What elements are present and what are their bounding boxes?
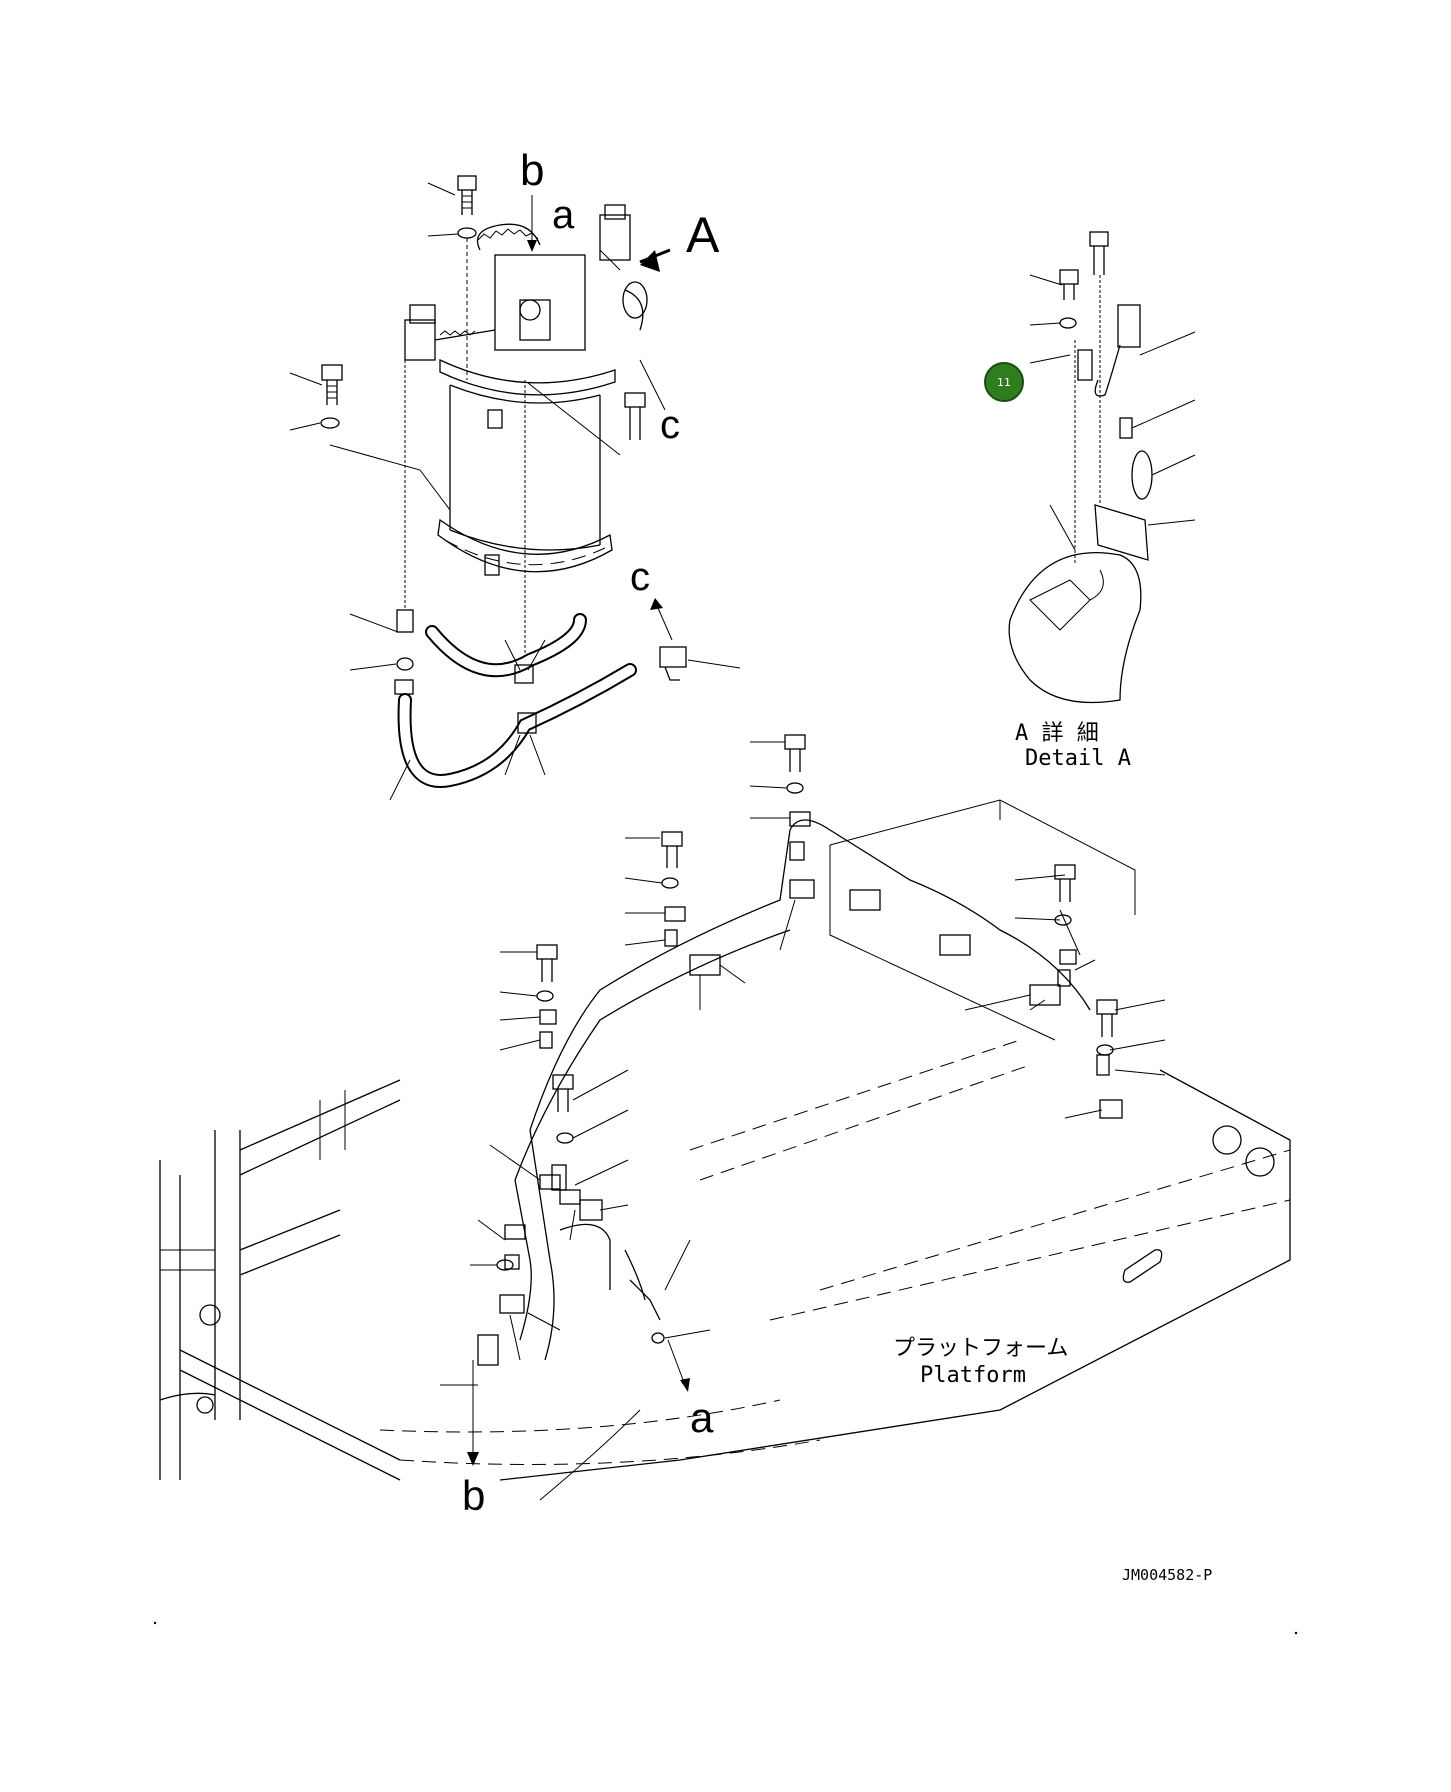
ref-label-b-lower: b [462, 1472, 485, 1519]
bolt-icon [784, 734, 806, 772]
bolt-icon [457, 175, 477, 215]
detail-label-en: Detail A [1025, 746, 1131, 771]
ref-label-a-lower: a [690, 1394, 714, 1441]
callout-number: 11 [997, 376, 1011, 389]
view-label-A: A [686, 207, 720, 263]
platform-label-en: Platform [920, 1363, 1026, 1388]
corner-dot-right [1294, 1631, 1298, 1635]
platform-assembly [159, 734, 1291, 1501]
ref-label-c-lower: c [630, 555, 650, 599]
ref-label-a: a [552, 193, 575, 237]
callout-circle [984, 362, 1024, 402]
platform-label-jp: プラットフォーム [893, 1336, 1068, 1361]
drawing-number: JM004582-P [1122, 1566, 1212, 1584]
ref-label-b: b [520, 146, 544, 195]
ref-label-c: c [660, 403, 680, 447]
tank-assembly [289, 175, 741, 801]
corner-dot-left [153, 1621, 157, 1625]
callout-11[interactable]: 11 [984, 362, 1024, 402]
detail-a [1008, 231, 1196, 704]
detail-label-jp: A 詳 細 [1015, 721, 1099, 746]
